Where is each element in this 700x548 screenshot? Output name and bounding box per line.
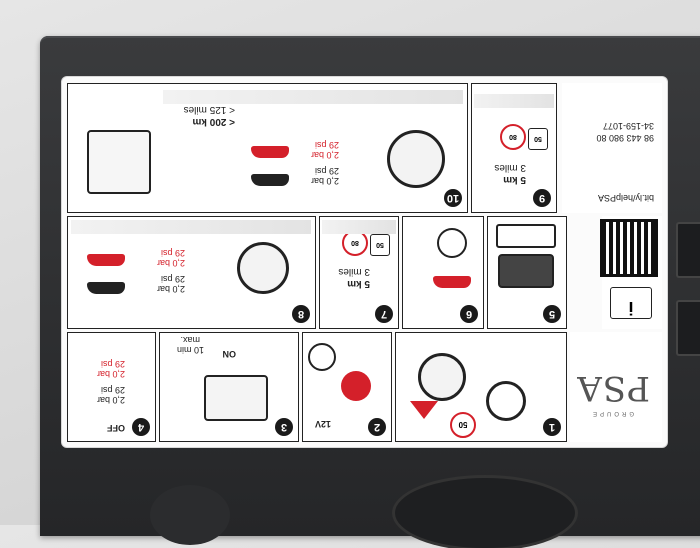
part-number: 34-159-1077 [602, 121, 654, 131]
step-7: 7 5 km 3 miles 80 50 [319, 216, 399, 329]
brand-cell: PSA GROUPE [570, 332, 662, 442]
pressure-1-psi: 29 psi [314, 166, 339, 176]
psa-logo: PSA [576, 368, 650, 408]
time-label: 10 min [176, 345, 204, 355]
instruction-label: PSA GROUPE 1 50 2 12V 3 ON 10 min max. 4… [62, 77, 667, 447]
pressure-1: 2,0 bar [96, 395, 125, 405]
step-number: 7 [375, 305, 393, 323]
info-book-icon: i [610, 287, 652, 319]
jack-icon [87, 130, 151, 194]
step-8: 8 2,0 bar 29 psi 2,0 bar 29 psi [67, 216, 316, 329]
pressure-2: 2,0 bar [156, 258, 185, 268]
step-number: 8 [292, 305, 310, 323]
tire-gauge-icon [237, 242, 289, 294]
case-dial [395, 478, 575, 548]
help-url: bit.ly/helpPSA [597, 193, 654, 203]
steering-wheel-icon [486, 381, 526, 421]
help-info: bit.ly/helpPSA 98 443 980 80 34-159-1077 [562, 83, 662, 213]
speed-sign: 50 [450, 412, 476, 438]
distance-miles: 3 miles [494, 162, 526, 173]
speed-limit-mph: 50 [370, 234, 390, 256]
max-distance-km: < 200 km [192, 116, 235, 127]
speed-limit-kmh: 80 [500, 124, 526, 150]
hose-icon [496, 224, 556, 248]
speed-limit-mph: 50 [528, 128, 548, 150]
road-strip [71, 220, 311, 234]
voltage-label: 12V [314, 419, 331, 429]
car-red-icon [87, 254, 125, 266]
pressure-2-psi: 29 psi [160, 248, 185, 258]
pressure-2: 2,0 bar [310, 150, 339, 160]
step-number: 10 [444, 189, 462, 207]
distance-km: 5 km [347, 278, 370, 289]
pressure-2: 2,0 bar [96, 369, 125, 379]
compressor-box-icon [498, 254, 554, 288]
tire-icon [418, 353, 466, 401]
time-note: max. [180, 335, 200, 345]
distance-km: 5 km [503, 174, 526, 185]
distance-miles: 3 miles [338, 266, 370, 277]
info-cell: i [600, 216, 662, 329]
road-strip [322, 220, 396, 234]
pressure-2-psi: 29 psi [314, 140, 339, 150]
step-4: 4 OFF 2,0 bar 29 psi 2,0 bar 29 psi [67, 332, 156, 442]
step-5: 5 [487, 216, 567, 329]
compressor-icon [204, 375, 268, 421]
person-icon [437, 228, 467, 258]
car-icon [87, 282, 125, 294]
road-strip [163, 90, 463, 104]
pressure-1: 2,0 bar [310, 176, 339, 186]
car-icon [251, 174, 289, 186]
pressure-1: 2,0 bar [156, 284, 185, 294]
step-number: 3 [275, 418, 293, 436]
ref-number: 98 443 980 80 [596, 133, 654, 143]
pressure-2-psi: 29 psi [100, 359, 125, 369]
qr-code [600, 219, 658, 277]
step-number: 5 [543, 305, 561, 323]
step-number: 2 [368, 418, 386, 436]
switch-on-label: ON [222, 349, 237, 359]
plug-icon [308, 343, 336, 371]
step-10: 10 2,0 bar 29 psi 2,0 bar 29 psi < 200 k… [67, 83, 468, 213]
instruction-sheet: PSA GROUPE 1 50 2 12V 3 ON 10 min max. 4… [62, 77, 667, 447]
car-icon [433, 276, 471, 288]
step-1: 1 50 [395, 332, 567, 442]
side-slot-lower [676, 300, 700, 356]
pressure-1-psi: 29 psi [160, 274, 185, 284]
step-number: 4 [132, 418, 150, 436]
max-distance-miles: < 125 miles [183, 104, 235, 115]
step-number: 1 [543, 418, 561, 436]
car-red-icon [251, 146, 289, 158]
step-9: 9 5 km 3 miles 80 50 [471, 83, 557, 213]
tire-gauge-icon [387, 130, 445, 188]
road-strip [474, 94, 554, 108]
warning-triangle-icon [410, 401, 438, 419]
side-slot-upper [676, 222, 700, 278]
case-knob [150, 485, 230, 545]
step-2: 2 12V [302, 332, 392, 442]
switch-off-label: OFF [107, 423, 125, 433]
groupe-text: GROUPE [589, 410, 634, 416]
step-6: 6 [402, 216, 484, 329]
pressure-1-psi: 29 psi [100, 385, 125, 395]
step-3: 3 ON 10 min max. [159, 332, 299, 442]
step-number: 6 [460, 305, 478, 323]
socket-icon [341, 371, 371, 401]
step-number: 9 [533, 189, 551, 207]
